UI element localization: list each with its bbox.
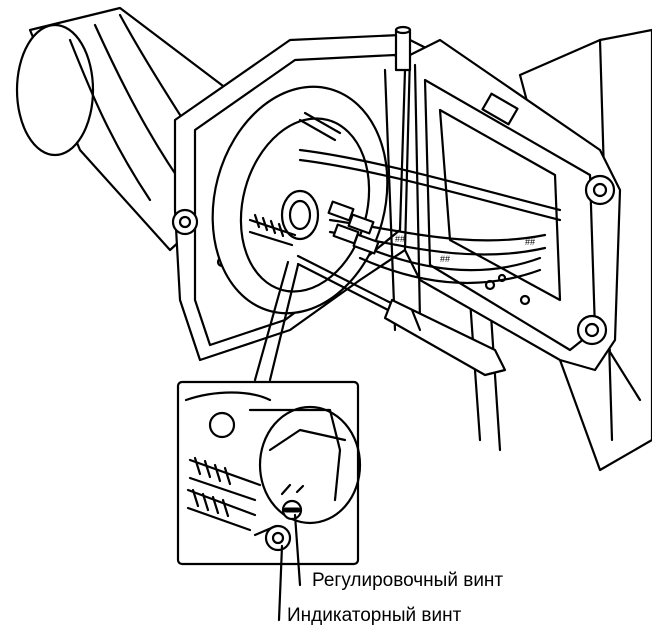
adjusting-screw-label: Регулировочный винт: [312, 570, 504, 591]
springs: [248, 111, 342, 247]
label-leaders: [277, 513, 302, 622]
indicator-screw-label: Индикаторный винт: [287, 605, 462, 626]
callout-leader: [253, 260, 300, 382]
svg-text:##: ##: [525, 237, 535, 247]
svg-text:##: ##: [440, 254, 450, 264]
open-door: [403, 38, 622, 372]
detail-inset: [176, 380, 362, 566]
svg-text:##: ##: [395, 234, 405, 244]
screwdriver: [296, 254, 507, 377]
connectors: [280, 189, 380, 255]
